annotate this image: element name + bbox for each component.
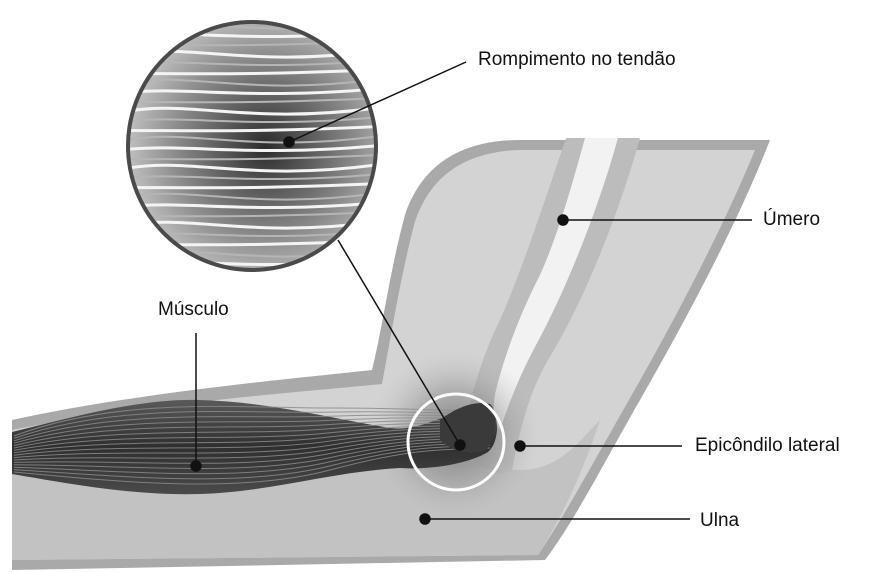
label-tendon-tear: Rompimento no tendão <box>478 50 676 69</box>
label-muscle: Músculo <box>158 300 229 319</box>
label-lateral-epicondyle: Epicôndilo lateral <box>695 436 840 455</box>
pointer-dot-ulna <box>420 514 430 524</box>
tendon-zoom-magnifier <box>126 20 380 274</box>
pointer-dot-tendon-tear <box>284 137 294 147</box>
pointer-dot-injury-site <box>455 440 465 450</box>
pointer-dot-muscle <box>191 461 201 471</box>
pointer-dot-humerus <box>558 215 568 225</box>
pointer-dot-epicondyle <box>515 441 525 451</box>
label-ulna: Ulna <box>700 511 739 530</box>
arm-silhouette <box>12 140 770 570</box>
label-humerus: Úmero <box>763 210 820 229</box>
